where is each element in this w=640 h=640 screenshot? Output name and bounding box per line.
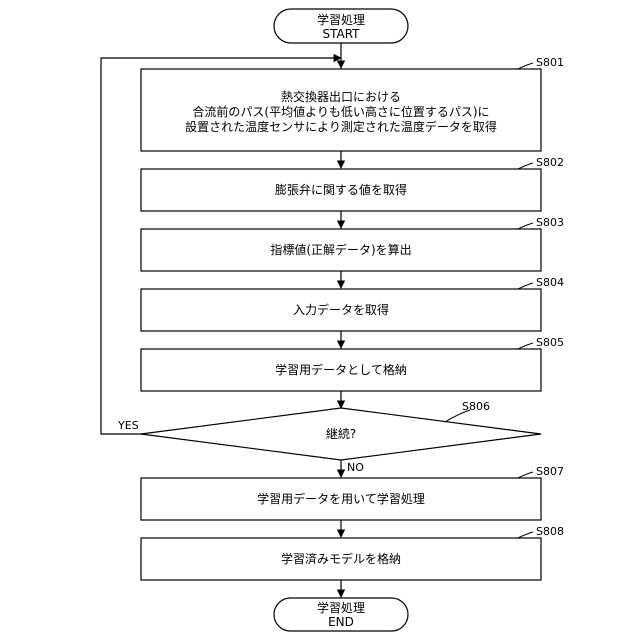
- step-s803-label: S803: [536, 216, 564, 229]
- step-s802-label: S802: [536, 156, 564, 169]
- step-s805-text: 学習用データとして格納: [275, 362, 407, 377]
- step-s805-label: S805: [536, 336, 564, 349]
- step-s801-text-line1: 熱交換器出口における: [281, 89, 401, 104]
- step-s808-text: 学習済みモデルを格納: [281, 551, 401, 566]
- step-s804-text: 入力データを取得: [293, 302, 389, 317]
- step-s801: 熱交換器出口における 合流前のパス(平均値よりも低い高さに位置するパス)に 設置…: [141, 56, 564, 151]
- decision-s806: 継続? S806: [141, 400, 541, 460]
- step-s804-leader: [518, 283, 533, 289]
- start-terminal-title: 学習処理: [317, 12, 365, 27]
- step-s808-label: S808: [536, 525, 564, 538]
- step-s807-leader: [518, 472, 533, 478]
- end-terminal-title: 学習処理: [317, 600, 365, 615]
- decision-yes-label: YES: [117, 419, 139, 432]
- step-s802-text: 膨張弁に関する値を取得: [275, 182, 407, 197]
- step-s801-label: S801: [536, 56, 564, 69]
- step-s802-leader: [518, 163, 533, 169]
- step-s801-leader: [518, 63, 533, 69]
- step-s802: 膨張弁に関する値を取得 S802: [141, 156, 564, 211]
- step-s804-label: S804: [536, 276, 564, 289]
- start-terminal-subtitle: START: [322, 27, 360, 41]
- end-terminal-subtitle: END: [328, 615, 354, 629]
- start-terminal: 学習処理 START: [274, 9, 408, 43]
- step-s805-leader: [518, 343, 533, 349]
- step-s803-leader: [518, 223, 533, 229]
- decision-no-label: NO: [347, 461, 364, 474]
- step-s807-label: S807: [536, 465, 564, 478]
- step-s804: 入力データを取得 S804: [141, 276, 564, 331]
- step-s801-text-line3: 設置された温度センサにより測定された温度データを取得: [185, 119, 497, 134]
- step-s801-text-line2: 合流前のパス(平均値よりも低い高さに位置するパス)に: [192, 104, 489, 119]
- step-s807-text: 学習用データを用いて学習処理: [257, 491, 425, 506]
- step-s805: 学習用データとして格納 S805: [141, 336, 564, 391]
- step-s808: 学習済みモデルを格納 S808: [141, 525, 564, 580]
- decision-s806-text: 継続?: [326, 426, 356, 441]
- end-terminal: 学習処理 END: [274, 598, 408, 631]
- step-s803-text: 指標値(正解データ)を算出: [270, 242, 411, 257]
- step-s808-leader: [518, 532, 533, 538]
- step-s803: 指標値(正解データ)を算出 S803: [141, 216, 564, 271]
- decision-s806-label: S806: [462, 400, 490, 413]
